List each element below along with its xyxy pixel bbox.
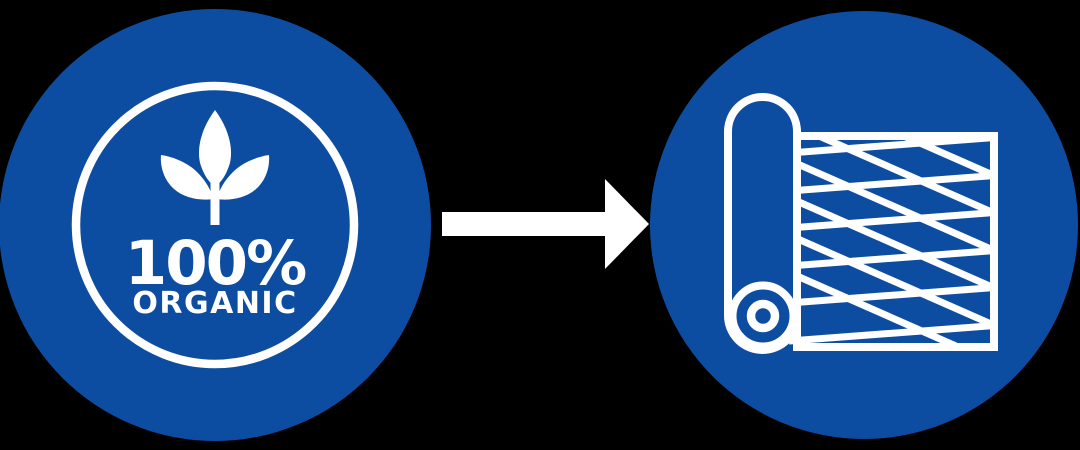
fabric-weave-pattern [789,132,998,351]
organic-badge-graphic [71,81,359,369]
right-arrow-icon [442,179,649,269]
badge-organic-label: ORGANIC [132,286,298,321]
organic-badge-circle: 100% ORGANIC [0,9,431,441]
badge-percent-label: 100% [124,228,307,299]
fabric-roll-end [728,281,798,351]
fabric-roll-core [746,299,780,333]
fabric-roll-icon [724,93,998,354]
plant-leaves-icon [160,110,270,225]
badge-ring [71,81,359,369]
fabric-circle [650,11,1078,439]
